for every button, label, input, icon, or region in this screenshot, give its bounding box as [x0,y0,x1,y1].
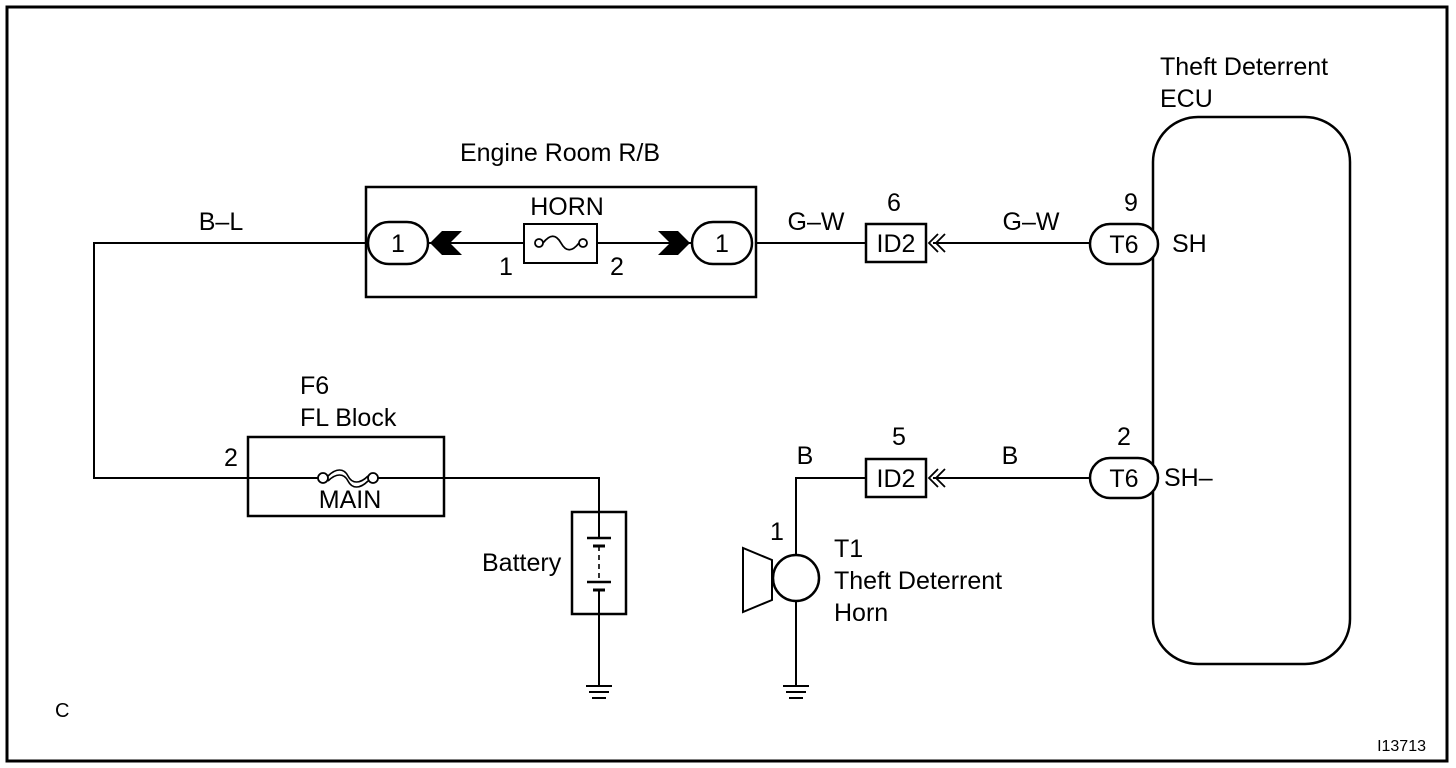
horn-fuse-box [523,223,598,264]
relay-right-connector-number: 1 [715,230,729,258]
fuse-icon [534,235,588,251]
wire-color-top-left: B–L [199,208,244,236]
ecu-title-line1: Theft Deterrent [1160,53,1328,81]
horn-pin: 1 [770,518,784,546]
right-terminal-arrow-icon [658,231,690,255]
junction-id2-top: 6 ID2 [864,189,946,264]
horn-label-line3: Horn [834,599,888,627]
wire-color-top-mid: G–W [788,208,845,236]
ecu-pin-bottom-connector [1088,456,1160,500]
wire-main-battery [444,477,600,512]
fl-block-title-line2: FL Block [300,404,397,432]
diagram-frame [5,5,1449,763]
junction-top-connector: ID2 [877,230,916,258]
junction-bottom-pin: 5 [892,423,906,451]
relay-block-title: Engine Room R/B [460,139,660,167]
ecu-pin-top-number: 9 [1124,189,1138,217]
fusible-link-icon [317,469,379,488]
horn-fuse-pin-left: 1 [499,253,513,281]
junction-top-connector-icon [927,233,939,253]
theft-deterrent-ecu: Theft Deterrent ECU 9 T6 SH 2 T6 SH– [1088,53,1352,666]
horn-fuse-pin-right: 2 [610,253,624,281]
junction-top-pin: 6 [887,189,901,217]
horn-fuse-label: HORN [530,193,604,221]
relay-block-outline [364,185,758,299]
relay-left-connector-number: 1 [391,230,405,258]
figure-id: I13713 [1377,738,1426,755]
ecu-pin-bottom-number: 2 [1117,423,1131,451]
horn-icon [742,546,821,614]
wire-color-top-right: G–W [1003,208,1060,236]
wire-b-l [93,242,366,479]
junction-bottom-box [864,457,928,499]
battery-cell-icon [587,512,611,614]
battery-label: Battery [482,549,562,577]
fl-block-pin: 2 [224,444,238,472]
ecu-outline [1151,115,1352,666]
left-terminal-arrow-icon [430,231,462,255]
wire-color-bottom-left: B [797,442,814,470]
junction-top-connector-icon-inner [934,233,946,253]
fl-block-fuse-label: MAIN [319,486,382,514]
ground-icon [783,685,809,699]
fl-block-title-line1: F6 [300,372,329,400]
corner-letter: C [55,700,69,722]
ecu-pin-bottom-name: SH– [1164,464,1213,492]
ecu-pin-bottom-connector-label: T6 [1109,465,1138,493]
wires [93,242,1090,686]
engine-room-relay-block: Engine Room R/B 1 1 HORN 1 2 [364,139,758,299]
fl-block: F6 FL Block 2 MAIN [224,372,446,518]
theft-deterrent-horn: 1 T1 Theft Deterrent Horn [742,518,1002,627]
fl-block-outline [246,435,446,518]
horn-label-line2: Theft Deterrent [834,567,1002,595]
ecu-title-line2: ECU [1160,85,1213,113]
junction-bottom-connector-icon-inner [934,468,946,488]
ground-icon [586,685,612,699]
ecu-pin-top-connector-label: T6 [1109,231,1138,259]
horn-label-line1: T1 [834,535,863,563]
junction-top-box [864,222,928,264]
junction-bottom-connector: ID2 [877,465,916,493]
junction-id2-bottom: 5 ID2 [864,423,946,499]
wire-color-bottom-right: B [1002,442,1019,470]
ecu-pin-top-connector [1088,222,1160,266]
battery: Battery [482,510,628,616]
junction-bottom-connector-icon [927,468,939,488]
ecu-pin-top-name: SH [1172,230,1207,258]
wire-b-left [795,477,866,555]
